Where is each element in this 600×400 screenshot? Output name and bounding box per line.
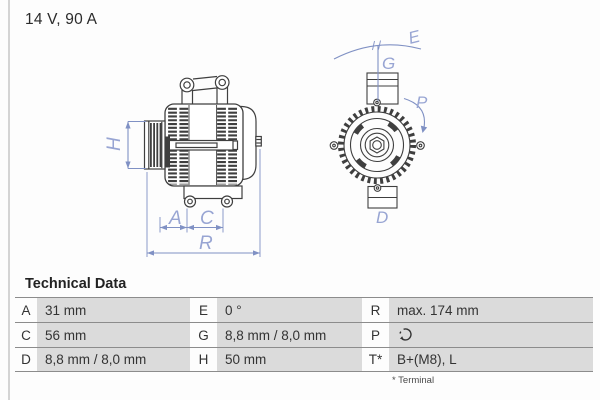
side-view-dimensions [125, 121, 261, 257]
dim-label-D: D [376, 208, 388, 227]
side-view-dimension-labels: H A C R [104, 137, 214, 254]
table-key-G: G [190, 322, 217, 347]
front-view-drawing [329, 72, 425, 209]
page-left-border [8, 0, 10, 400]
table-value-P [389, 322, 593, 347]
table-value-T: B+(M8), L [389, 347, 593, 372]
side-view-drawing [143, 75, 262, 208]
front-top-lug [366, 72, 399, 105]
bottom-mounting-bracket [183, 185, 243, 208]
front-bottom-lug [367, 185, 398, 209]
angle-arc-E [333, 44, 422, 60]
table-value-R: max. 174 mm [389, 297, 593, 322]
front-view-dimensions [333, 40, 428, 133]
table-value-A: 31 mm [37, 297, 190, 322]
product-rating-title: 14 V, 90 A [25, 11, 98, 28]
dim-label-H: H [104, 137, 125, 151]
dim-label-A: A [168, 208, 182, 229]
technical-data-heading: Technical Data [25, 276, 127, 292]
top-mounting-ears [179, 75, 230, 105]
table-key-H: H [190, 347, 217, 372]
pulley [143, 120, 170, 170]
table-key-P: P [362, 322, 389, 347]
table-value-E: 0 ° [217, 297, 362, 322]
table-key-A: A [15, 297, 37, 322]
centre-strap [163, 139, 239, 151]
table-key-C: C [15, 322, 37, 347]
shaft-nut-hex [369, 136, 385, 154]
rotation-direction-icon [399, 328, 412, 341]
dim-label-C: C [200, 208, 214, 229]
dim-label-P: P [416, 93, 428, 112]
table-key-D: D [15, 347, 37, 372]
table-value-C: 56 mm [37, 322, 190, 347]
dim-label-R: R [199, 233, 213, 254]
rotation-arc-P [403, 97, 425, 131]
technical-data-table: A 31 mm E 0 ° R max. 174 mm C 56 mm G 8,… [15, 297, 593, 372]
terminal-footnote: * Terminal [392, 375, 435, 386]
vent-teeth-ring [338, 106, 416, 184]
table-key-E: E [190, 297, 217, 322]
table-value-G: 8,8 mm / 8,0 mm [217, 322, 362, 347]
housing-bolts [329, 98, 425, 192]
dim-label-E: E [406, 27, 422, 48]
dim-label-G: G [382, 54, 395, 73]
table-key-R: R [362, 297, 389, 322]
table-value-H: 50 mm [217, 347, 362, 372]
alternator-technical-drawing: H A C R [104, 27, 428, 257]
table-key-T: T* [362, 347, 389, 372]
front-view-dimension-labels: E G P D [376, 27, 428, 227]
table-value-D: 8,8 mm / 8,0 mm [37, 347, 190, 372]
